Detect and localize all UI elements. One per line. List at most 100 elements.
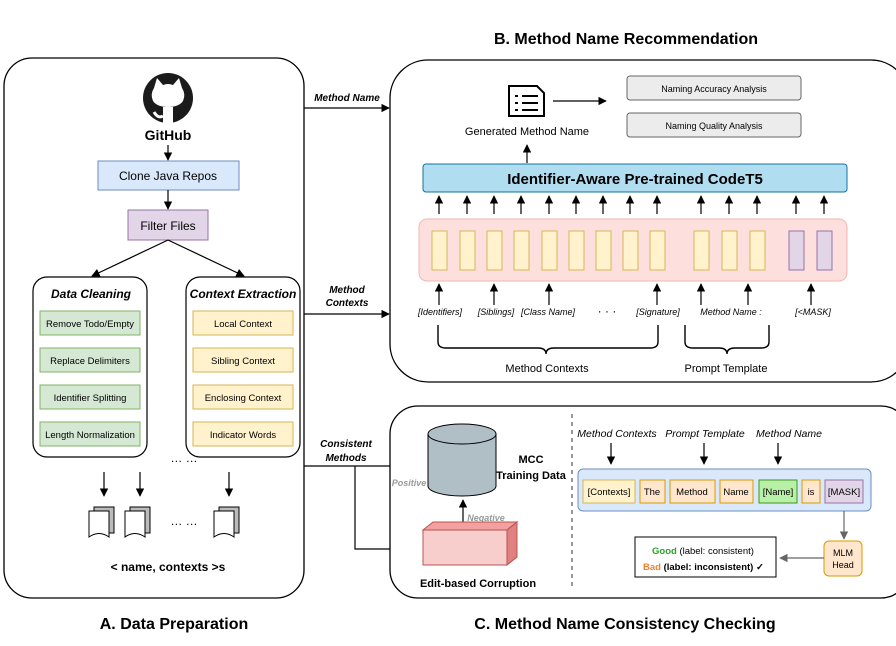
token-label: [Contexts] <box>588 487 631 498</box>
method-contexts-connector-label: Contexts <box>326 298 369 309</box>
token <box>513 230 530 271</box>
panel-a-frame <box>3 57 305 599</box>
bad-label: Bad (label: inconsistent) ✓ <box>643 562 764 573</box>
mlm-label: MLM <box>833 548 853 558</box>
accuracy-analysis-label: Naming Accuracy Analysis <box>661 84 767 94</box>
clone-repos-box <box>97 160 240 191</box>
clone-repos-label: Clone Java Repos <box>119 169 217 183</box>
mask-label: [<MASK] <box>794 307 831 317</box>
class-name-label: [Class Name] <box>520 307 576 317</box>
dots-label: · · · <box>598 304 617 318</box>
ellipsis: … … <box>170 514 197 528</box>
token <box>595 230 612 271</box>
context-step <box>192 384 294 410</box>
quality-analysis-box <box>626 112 802 138</box>
mask-tokens <box>788 230 833 271</box>
identifiers-label: [Identifiers] <box>417 307 463 317</box>
model-input-arrows <box>434 195 829 214</box>
token <box>801 479 821 504</box>
quality-analysis-label: Naming Quality Analysis <box>665 121 763 131</box>
token-label: [MASK] <box>828 487 860 498</box>
data-cleaning-title: Data Cleaning <box>51 287 132 301</box>
panel-b-title: B. Method Name Recommendation <box>494 31 758 48</box>
filter-files-box <box>127 209 209 241</box>
token <box>693 230 710 271</box>
good-label: Good (label: consistent) <box>652 546 754 557</box>
context-step <box>192 421 294 447</box>
cleaning-step <box>39 310 141 336</box>
corruption-box <box>421 520 519 567</box>
input-tokens <box>431 230 766 271</box>
mlm-head-box <box>823 540 863 577</box>
token-label: is <box>808 487 815 498</box>
token-label: Name <box>723 487 748 498</box>
negative-label: Negative <box>467 513 505 523</box>
accuracy-analysis-box <box>626 75 802 101</box>
token <box>749 230 766 271</box>
output-label: < name, contexts >s <box>111 560 226 574</box>
header-method-contexts: Method Contexts <box>577 428 657 440</box>
training-data-label: Training Data <box>496 470 567 482</box>
token <box>721 230 738 271</box>
context-step <box>192 347 294 373</box>
output-documents <box>88 472 240 538</box>
token <box>788 230 805 271</box>
positive-label: Positive <box>392 478 427 488</box>
token-label: Method <box>676 487 708 498</box>
consistent-methods-connector-label: Methods <box>325 453 367 464</box>
ellipsis: … … <box>170 451 197 465</box>
filter-files-label: Filter Files <box>140 219 195 233</box>
header-method-name: Method Name <box>756 428 822 440</box>
generated-method-name-label: Generated Method Name <box>465 126 589 138</box>
head-label: Head <box>832 560 854 570</box>
token <box>824 479 864 504</box>
signature-label: [Signature] <box>635 307 680 317</box>
label-output-box <box>634 536 777 578</box>
prompt-template-caption: Prompt Template <box>685 363 768 375</box>
cleaning-step <box>39 384 141 410</box>
token <box>582 479 636 504</box>
cleaning-step-label: Length Normalization <box>45 430 135 441</box>
context-step-label: Local Context <box>214 319 272 330</box>
consistent-methods-connector-label: Consistent <box>320 439 372 450</box>
token <box>816 230 833 271</box>
mcc-label: MCC <box>518 454 543 466</box>
context-step <box>192 310 294 336</box>
label-arrows <box>434 283 816 305</box>
document-icon <box>124 506 151 538</box>
codet5-model-box <box>422 163 848 193</box>
document-icon <box>213 506 240 538</box>
token <box>639 479 666 504</box>
context-step-label: Enclosing Context <box>205 393 282 404</box>
context-extraction-title: Context Extraction <box>190 287 297 301</box>
token <box>541 230 558 271</box>
prompt-sequence-tokens: [Contexts] The Method Name [Name] is [MA… <box>582 479 864 504</box>
token <box>758 479 798 504</box>
document-icon <box>88 506 115 538</box>
panel-c-title: C. Method Name Consistency Checking <box>474 616 775 633</box>
token-label: [Name] <box>763 487 794 498</box>
github-icon <box>143 73 193 123</box>
document-list-icon <box>508 85 545 117</box>
method-contexts-caption: Method Contexts <box>505 363 589 375</box>
token <box>431 230 448 271</box>
method-name-connector-label: Method Name <box>314 93 380 104</box>
token <box>568 230 585 271</box>
context-step-label: Indicator Words <box>210 430 277 441</box>
database-icon <box>427 423 497 497</box>
prompt-template-brace <box>684 325 770 355</box>
token <box>719 479 754 504</box>
token-label: The <box>644 487 660 498</box>
siblings-label: [Siblings] <box>477 307 515 317</box>
codet5-model-label: Identifier-Aware Pre-trained CodeT5 <box>507 171 763 188</box>
method-name-prompt-label: Method Name : <box>700 307 762 317</box>
token <box>459 230 476 271</box>
cleaning-step <box>39 421 141 447</box>
token <box>649 230 666 271</box>
github-label: GitHub <box>145 127 192 143</box>
cleaning-step-label: Remove Todo/Empty <box>46 319 134 330</box>
token <box>622 230 639 271</box>
corruption-label: Edit-based Corruption <box>420 578 536 590</box>
method-contexts-connector-label: Method <box>329 285 365 296</box>
